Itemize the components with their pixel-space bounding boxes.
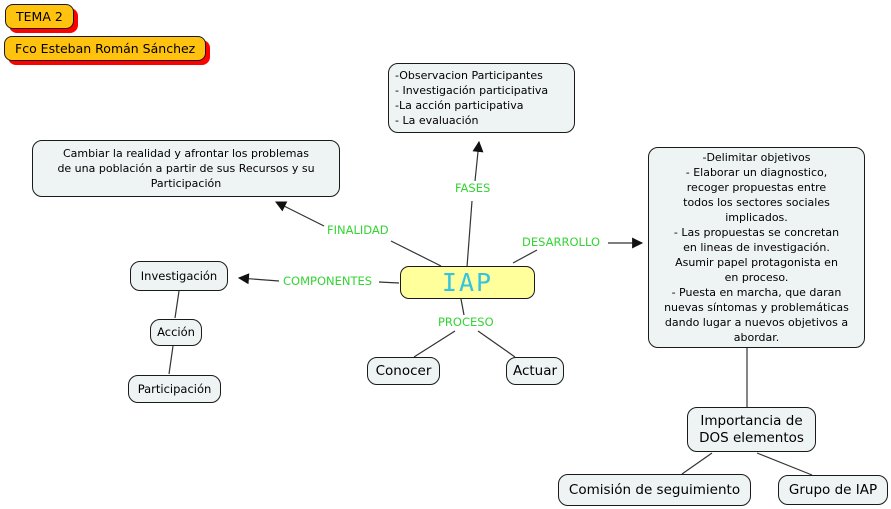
edge-accion-participacion <box>168 345 174 375</box>
node-conocer[interactable]: Conocer <box>367 357 440 385</box>
edge-label-componentes[interactable]: COMPONENTES <box>283 274 373 288</box>
node-fases-detail[interactable]: -Observacion Participantes - Investigaci… <box>388 63 575 133</box>
edge-proceso-conocer <box>413 330 456 358</box>
tema-badge[interactable]: TEMA 2 <box>5 4 74 29</box>
edge-proceso-actuar <box>477 330 516 358</box>
edge-label-proceso[interactable]: PROCESO <box>438 315 494 329</box>
edge-label-fases[interactable]: FASES <box>455 181 491 195</box>
node-importancia[interactable]: Importancia de DOS elementos <box>687 407 816 452</box>
edge-iap-componentes-right <box>378 281 400 284</box>
edge-label-desarrollo[interactable]: DESARROLLO <box>522 235 600 249</box>
edge-label-finalidad[interactable]: FINALIDAD <box>327 223 389 237</box>
edge-iap-desarrollo-lower <box>512 249 538 264</box>
edge-iap-proceso <box>460 298 465 316</box>
edge-fases-observacion-arrow <box>472 140 484 182</box>
node-finalidad-detail[interactable]: Cambiar la realidad y afrontar los probl… <box>32 140 340 197</box>
node-desarrollo-detail[interactable]: -Delimitar objetivos - Elaborar un diagn… <box>648 147 865 348</box>
edge-iap-finalidad-lower <box>390 240 442 267</box>
node-comision[interactable]: Comisión de seguimiento <box>558 474 751 506</box>
node-participacion[interactable]: Participación <box>128 375 221 403</box>
edge-importancia-comision <box>681 452 713 475</box>
edge-componentes-investigacion-arrow <box>237 273 280 285</box>
node-accion[interactable]: Acción <box>150 319 202 346</box>
node-actuar[interactable]: Actuar <box>506 357 564 385</box>
node-investigacion[interactable]: Investigación <box>130 261 228 291</box>
edge-finalidad-cambiar-arrow <box>275 201 325 227</box>
author-badge[interactable]: Fco Esteban Román Sánchez <box>4 36 207 61</box>
edge-importancia-grupo <box>756 452 813 476</box>
node-grupo-iap[interactable]: Grupo de IAP <box>778 475 888 505</box>
edge-investigacion-accion <box>174 290 180 319</box>
node-iap[interactable]: IAP <box>400 266 535 299</box>
edge-iap-fases-lower <box>466 200 473 268</box>
